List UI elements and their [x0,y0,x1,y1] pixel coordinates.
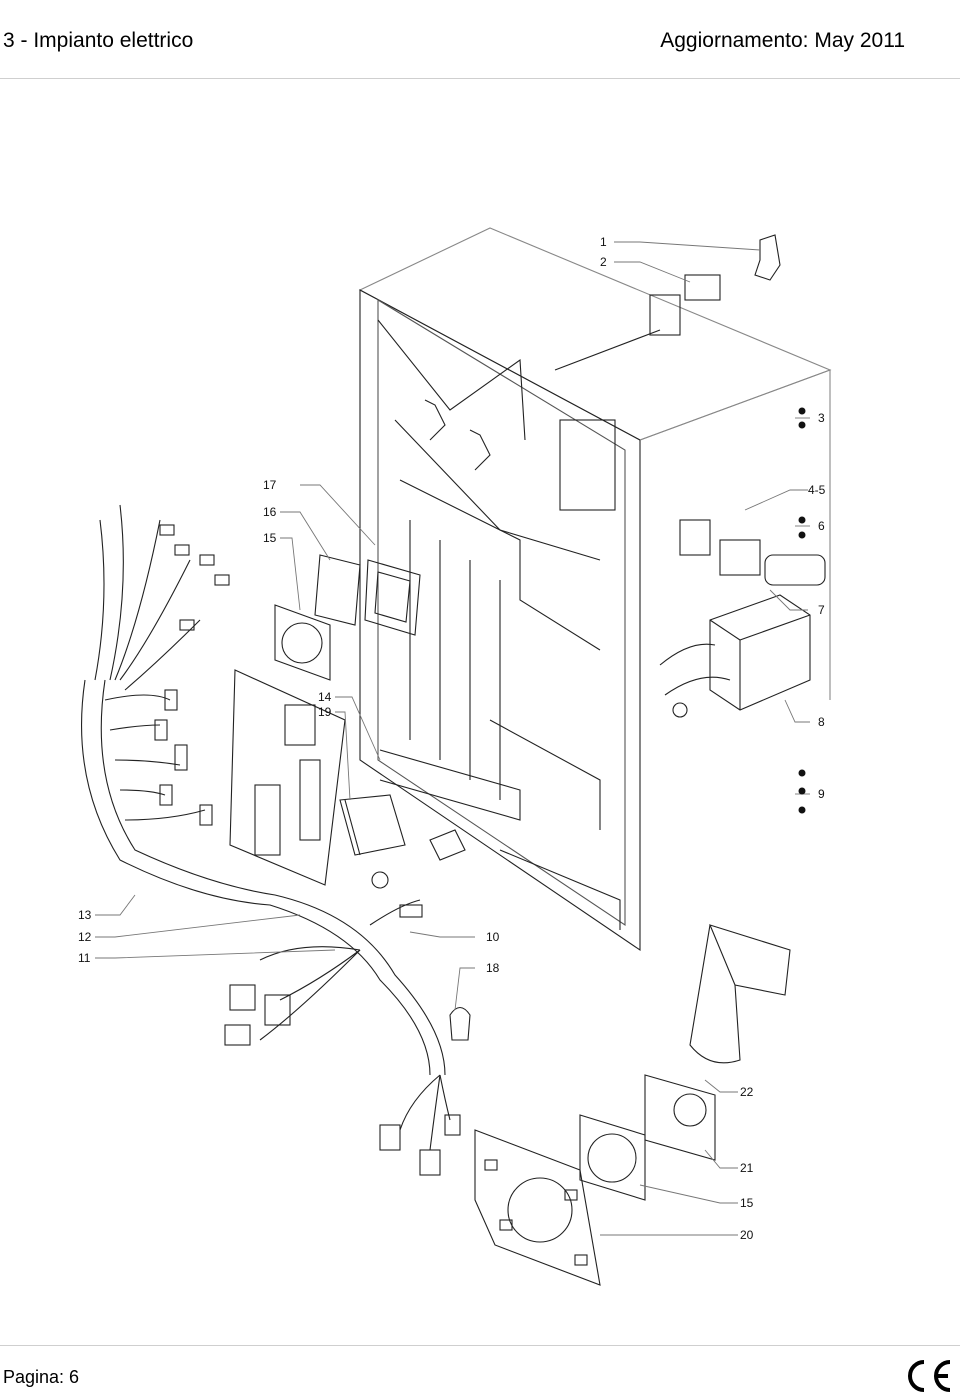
callout-21: 21 [740,1161,754,1175]
callout-16: 16 [263,505,277,519]
cable-clamp [449,1006,471,1041]
electronic-board [229,669,346,886]
key-lock-assembly [554,234,781,371]
page-number: Pagina: 6 [3,1367,80,1387]
callout-3: 3 [818,411,825,425]
callout-2: 2 [600,255,607,269]
callout-6: 6 [818,519,825,533]
callout-9: 9 [818,787,825,801]
callout-14: 14 [318,690,332,704]
ce-mark-icon [908,1360,951,1392]
exploded-drawing: 1 2 3 4-5 6 7 8 9 10 11 12 13 14 15 16 1… [78,227,832,1286]
fan-bracket [644,1074,716,1161]
bottom-fan [579,1114,646,1201]
page-header: 3 - Impianto elettrico Aggiornamento: Ma… [0,0,960,80]
callout-13: 13 [78,908,92,922]
exploded-view-diagram: 1 2 3 4-5 6 7 8 9 10 11 12 13 14 15 16 1… [0,80,960,1340]
callout-10: 10 [486,930,500,944]
callout-bullets [798,407,806,814]
callout-7: 7 [818,603,825,617]
cabinet-frame [358,227,832,952]
power-supply-box [339,794,406,856]
switch-components [679,519,826,586]
callout-20: 20 [740,1228,754,1242]
callout-19: 19 [318,705,332,719]
callout-15: 15 [263,531,277,545]
fan [274,604,331,681]
update-date: Aggiornamento: May 2011 [660,29,905,52]
callout-18: 18 [486,961,500,975]
duct [689,924,791,1064]
transformer [659,594,811,718]
callout-1: 1 [600,235,607,249]
callout-4-5: 4-5 [808,483,826,497]
wiring-harness [81,504,451,1151]
callout-17: 17 [263,478,277,492]
callout-15-bottom: 15 [740,1196,754,1210]
callout-8: 8 [818,715,825,729]
section-title: 3 - Impianto elettrico [3,29,194,52]
leader-lines [95,241,810,1236]
connectors [154,524,461,1176]
callout-12: 12 [78,930,92,944]
mounting-plate [474,1129,601,1286]
footer-divider [0,1345,960,1346]
small-board [314,554,361,626]
page-footer: Pagina: 6 [0,1345,960,1400]
fuse-holder [371,829,466,889]
header-divider [0,78,960,79]
callout-22: 22 [740,1085,754,1099]
gasket [364,559,421,636]
callout-11: 11 [78,951,91,965]
